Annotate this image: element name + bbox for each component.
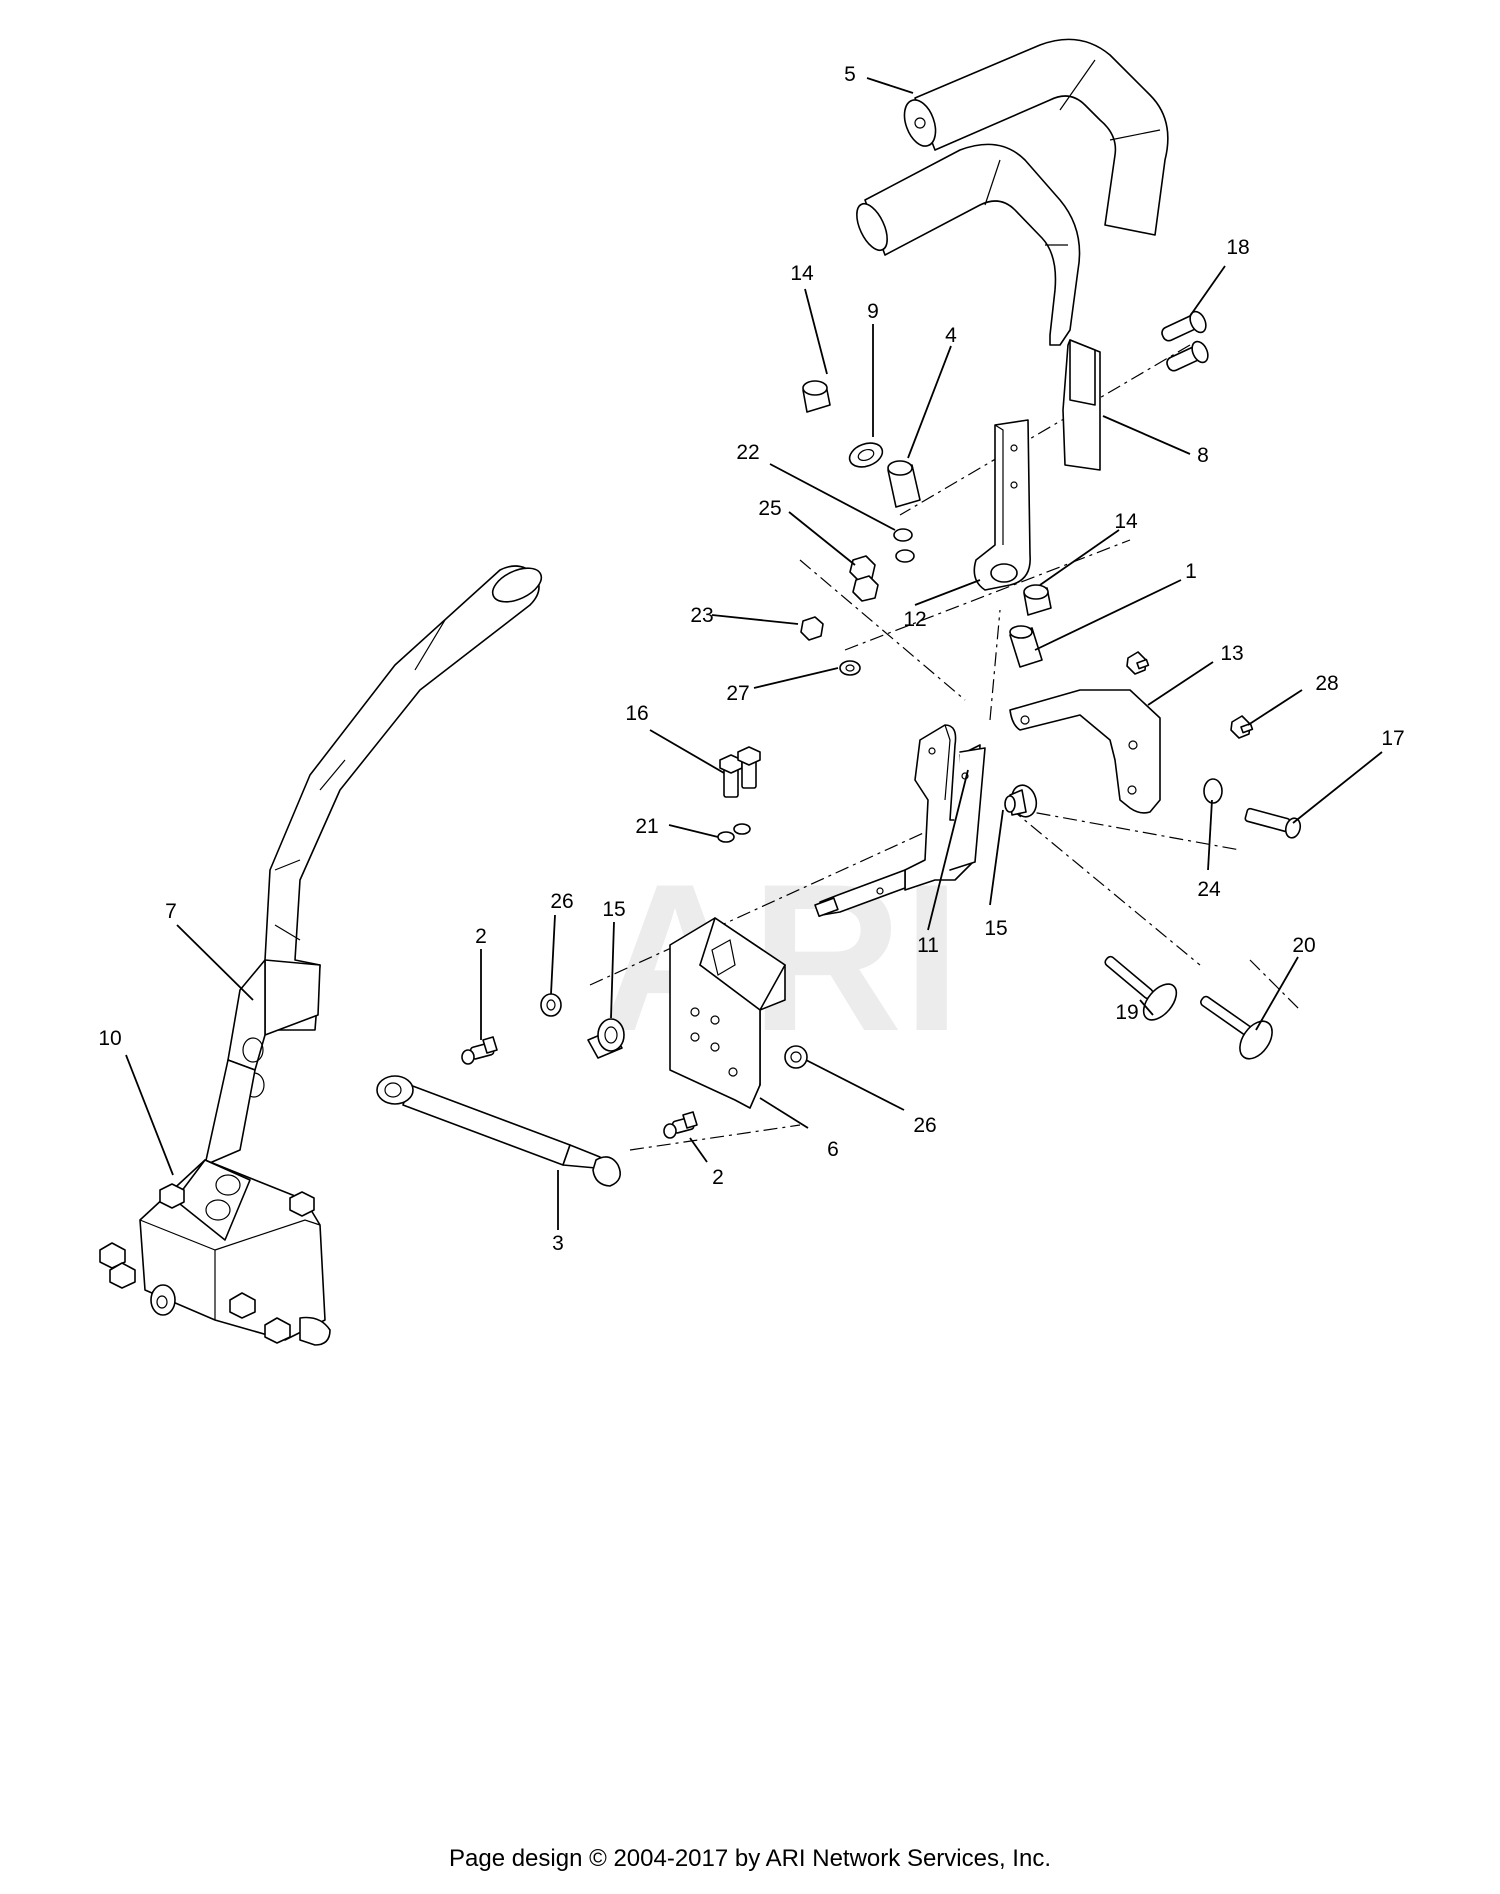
callout-15: 15 (602, 898, 625, 921)
callout-28: 28 (1315, 672, 1338, 695)
part-17-bolt (1244, 807, 1302, 839)
part-16-bolts (719, 746, 761, 798)
callout-6: 6 (827, 1138, 839, 1161)
callout-15: 15 (984, 917, 1007, 940)
part-1-spacer (1009, 625, 1043, 668)
part-15-flange-bushing-right (1004, 784, 1038, 818)
part-18-bolts (1161, 310, 1209, 372)
callout-16: 16 (625, 702, 648, 725)
assembly-axis-lines (589, 344, 1301, 1151)
callout-18: 18 (1226, 236, 1249, 259)
callout-13: 13 (1220, 642, 1243, 665)
callout-4: 4 (945, 324, 957, 347)
part-20-clevis-pin (1200, 995, 1273, 1060)
part-3-damper (376, 1075, 621, 1187)
callout-8: 8 (1197, 444, 1209, 467)
callout-10: 10 (98, 1027, 121, 1050)
part-9-washer (848, 442, 884, 468)
part-14-bushings (802, 380, 1052, 616)
part-8-handle-with-bracket (856, 143, 1101, 471)
callout-1: 1 (1185, 560, 1197, 583)
part-13-bracket (1009, 689, 1161, 814)
part-24-washer (1203, 778, 1223, 804)
callout-21: 21 (635, 815, 658, 838)
callout-2: 2 (712, 1166, 724, 1189)
callout-27: 27 (726, 682, 749, 705)
part-22-washers (893, 528, 915, 563)
part-12-control-arm (973, 419, 1031, 591)
part-28-bolts (1126, 651, 1254, 739)
callout-7: 7 (165, 900, 177, 923)
callout-26: 26 (913, 1114, 936, 1137)
part-15-flange-bushing-left (587, 1018, 625, 1059)
callout-2: 2 (475, 925, 487, 948)
callout-14: 14 (790, 262, 814, 285)
callout-5: 5 (844, 63, 856, 86)
callout-24: 24 (1197, 878, 1221, 901)
part-4-spacer (887, 460, 921, 508)
part-6-plate-bracket (669, 917, 786, 1109)
callout-labels: 1 2 2 3 4 5 6 7 8 9 10 11 12 13 14 14 15… (98, 63, 1404, 1255)
part-11-pivot-assembly (814, 724, 986, 918)
leader-lines (125, 77, 1383, 1230)
part-27-washer (839, 660, 861, 676)
callout-14: 14 (1114, 510, 1138, 533)
part-10-pump-control (99, 1159, 331, 1346)
callout-22: 22 (736, 441, 759, 464)
callout-17: 17 (1381, 727, 1404, 750)
callout-3: 3 (552, 1232, 564, 1255)
callout-12: 12 (903, 608, 926, 631)
page-footer: Page design © 2004-2017 by ARI Network S… (448, 1845, 1051, 1872)
callout-26: 26 (550, 890, 573, 913)
callout-19: 19 (1115, 1001, 1138, 1024)
callout-23: 23 (690, 604, 713, 627)
callout-25: 25 (758, 497, 781, 520)
callout-20: 20 (1292, 934, 1315, 957)
callout-9: 9 (867, 300, 879, 323)
part-23-nut (800, 616, 824, 641)
part-2-ball-studs (461, 1036, 698, 1139)
part-19-clevis-pin (1104, 955, 1178, 1021)
callout-11: 11 (917, 934, 939, 957)
part-25-nuts (849, 555, 879, 602)
part-7-handle-bar (204, 565, 543, 1166)
part-5-handle-bar (903, 38, 1169, 236)
